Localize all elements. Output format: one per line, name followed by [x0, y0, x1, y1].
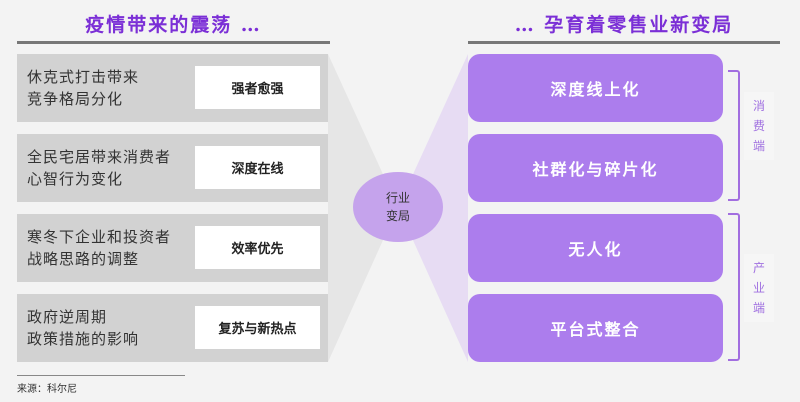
trend-box: 无人化	[468, 214, 723, 282]
impact-text: 休克式打击带来竞争格局分化	[27, 68, 140, 108]
industry-change-node: 行业变局	[353, 172, 443, 242]
impact-tag: 效率优先	[195, 226, 320, 269]
left-title: 疫情带来的震荡 …	[85, 14, 262, 36]
industry-side-label: 产业端	[744, 254, 774, 322]
industry-bracket	[728, 213, 740, 361]
consumer-side-label: 消费端	[744, 92, 774, 160]
impact-row: 政府逆周期政策措施的影响 复苏与新热点	[17, 294, 328, 362]
impact-row: 休克式打击带来竞争格局分化 强者愈强	[17, 54, 328, 122]
impact-tag: 强者愈强	[195, 66, 320, 109]
trend-box: 社群化与碎片化	[468, 134, 723, 202]
impact-text: 政府逆周期政策措施的影响	[27, 308, 140, 348]
impact-row: 寒冬下企业和投资者战略思路的调整 效率优先	[17, 214, 328, 282]
impact-row: 全民宅居带来消费者心智行为变化 深度在线	[17, 134, 328, 202]
right-title: … 孕育着零售业新变局	[514, 14, 734, 36]
left-divider	[17, 41, 330, 44]
trend-box: 平台式整合	[468, 294, 723, 362]
source-note: 来源：科尔尼	[17, 384, 77, 395]
impact-text: 寒冬下企业和投资者战略思路的调整	[27, 228, 172, 268]
source-divider	[17, 375, 185, 376]
right-divider	[468, 41, 780, 44]
consumer-bracket	[728, 70, 740, 201]
impact-text: 全民宅居带来消费者心智行为变化	[27, 148, 172, 188]
impact-tag: 复苏与新热点	[195, 306, 320, 349]
trend-box: 深度线上化	[468, 54, 723, 122]
impact-tag: 深度在线	[195, 146, 320, 189]
